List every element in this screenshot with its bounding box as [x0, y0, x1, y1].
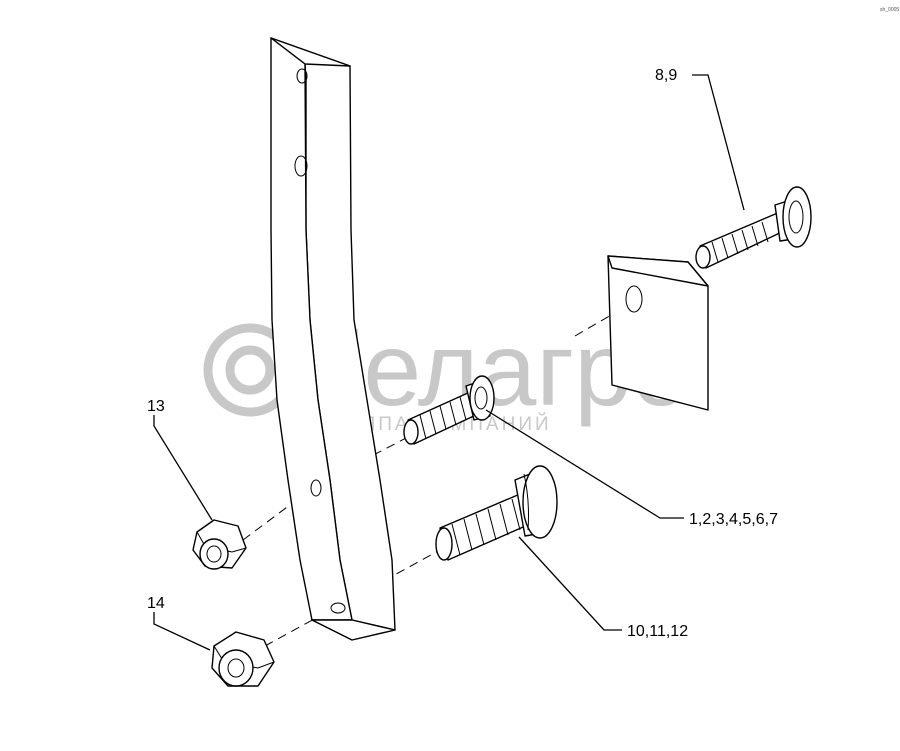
callout-bolt-top: 8,9	[655, 67, 677, 84]
leader-bolt-middle	[485, 409, 684, 519]
leader-nut-upper	[153, 415, 213, 521]
strap-hole-2	[294, 155, 308, 177]
strap-bar	[270, 37, 396, 641]
strap-hole-1	[296, 68, 308, 84]
wear-plate	[607, 255, 709, 411]
corner-code: sh_0005	[880, 7, 899, 13]
leader-bolt-bottom	[518, 536, 622, 631]
axis-middle	[359, 435, 411, 463]
leader-lines	[153, 74, 745, 651]
strap-hole-3	[310, 479, 322, 497]
callout-nut-lower: 14	[147, 595, 165, 612]
leader-bolt-top	[692, 74, 745, 211]
callout-bolt-middle: 1,2,3,4,5,6,7	[689, 511, 778, 528]
nut-lower	[211, 631, 275, 687]
bolt-bottom	[435, 465, 558, 561]
leader-nut-lower	[153, 612, 211, 651]
callout-nut-upper: 13	[147, 398, 165, 415]
bolt-top	[695, 186, 812, 269]
axis-lower-nut	[264, 549, 441, 647]
strap-hole-4	[330, 602, 346, 614]
plate-hole	[625, 285, 643, 313]
nut-upper	[192, 519, 247, 570]
callout-bolt-bottom: 10,11,12	[627, 623, 688, 640]
bolt-middle	[403, 375, 495, 445]
